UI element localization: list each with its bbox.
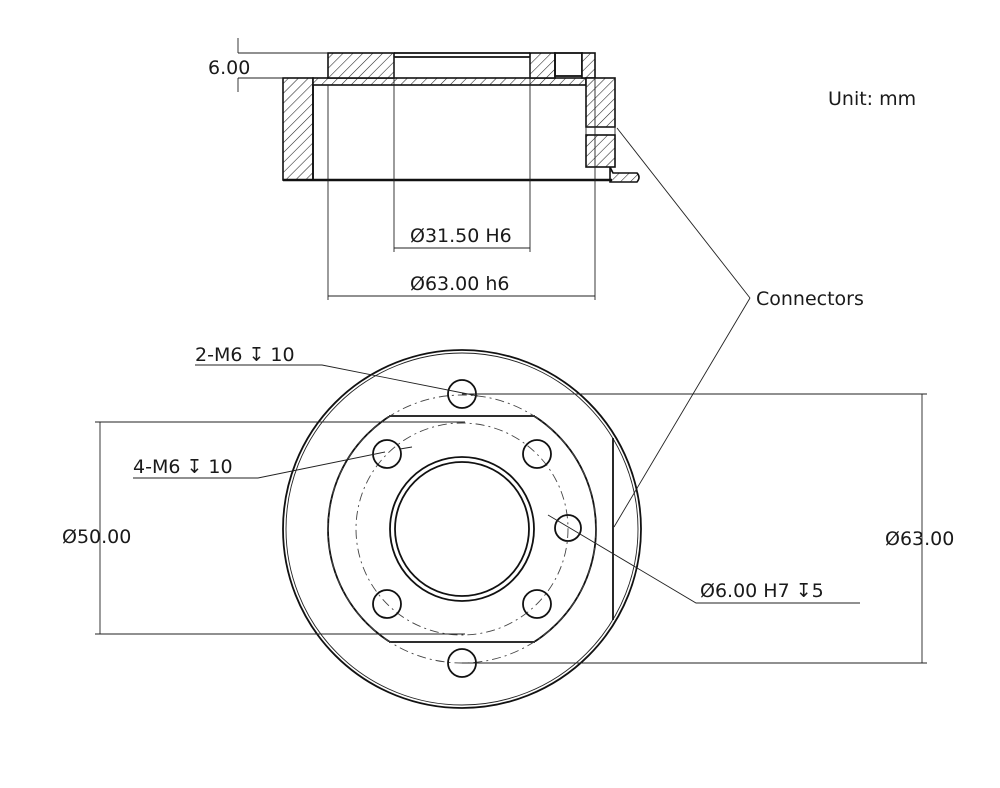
connectors-label: Connectors	[756, 288, 864, 310]
front-view	[282, 349, 642, 709]
pin-hole-label: Ø6.00 H7 ↧5	[700, 580, 824, 602]
section-view: 6.00 Ø31.50 H6 Ø63.00 h6	[208, 38, 640, 300]
m6-hole	[522, 589, 552, 619]
thickness-dimension: 6.00	[208, 57, 250, 79]
connector-slot	[585, 126, 616, 136]
outer-diameter-dimension: Ø63.00	[885, 528, 954, 550]
bore-dimension: Ø31.50 H6	[410, 225, 512, 247]
thread-2-label: 2-M6 ↧ 10	[195, 344, 295, 366]
holes	[372, 379, 582, 678]
flange-lip	[609, 166, 640, 183]
hub-outer	[389, 456, 535, 602]
thread-4-label: 4-M6 ↧ 10	[133, 456, 233, 478]
unit-label: Unit: mm	[828, 88, 916, 110]
m6-hole	[372, 589, 402, 619]
cap-pocket	[554, 52, 583, 77]
cap-left	[327, 52, 395, 79]
cap-edge	[581, 52, 596, 79]
outer-circle	[282, 349, 642, 709]
top-plate	[312, 77, 587, 86]
right-wall-lower	[585, 134, 616, 168]
right-wall-upper	[585, 77, 616, 128]
m6-hole	[522, 439, 552, 469]
outer-fit-dimension: Ø63.00 h6	[410, 273, 510, 295]
hub-bore	[394, 461, 530, 597]
bolt-circle-dimension: Ø50.00	[62, 526, 131, 548]
pin-hole	[554, 514, 582, 542]
inner-bolt-circle	[355, 422, 569, 636]
cap-right	[529, 52, 556, 79]
left-wall	[282, 77, 314, 181]
